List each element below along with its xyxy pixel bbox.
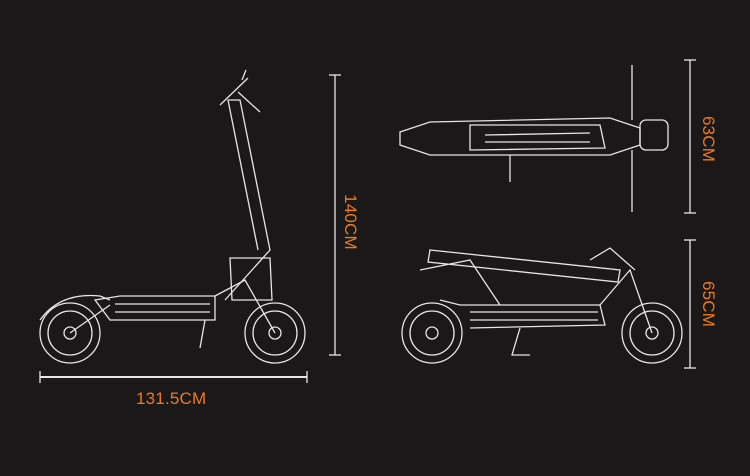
folded-height-label: 65CM <box>699 281 718 328</box>
length-label: 131.5CM <box>136 389 207 408</box>
folded-width-label: 63CM <box>699 116 718 163</box>
height-label: 140CM <box>341 194 360 250</box>
dimension-lines <box>39 59 696 383</box>
scooter-top-view-illustration <box>399 65 669 212</box>
scooter-side-view-illustration <box>39 69 306 364</box>
scooter-folded-side-illustration <box>401 247 683 364</box>
